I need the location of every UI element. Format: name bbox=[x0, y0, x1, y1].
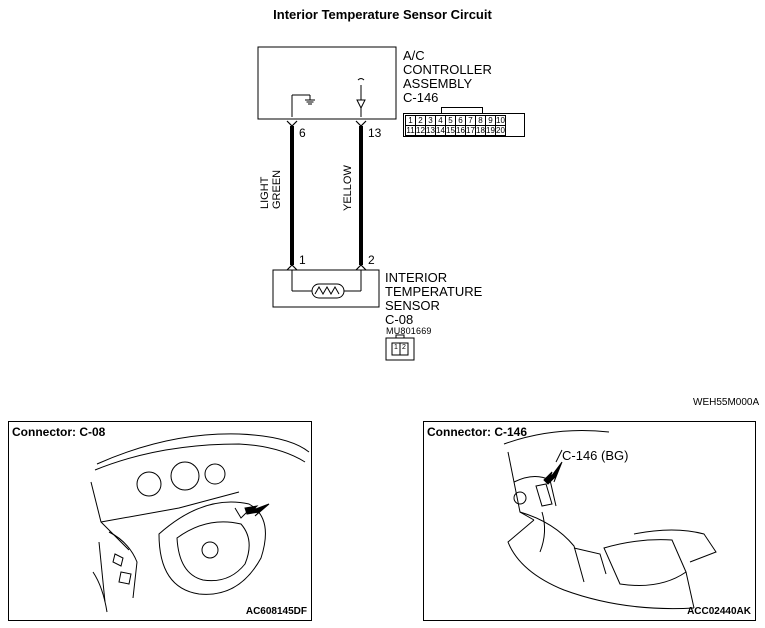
controller-pin-left: 6 bbox=[299, 126, 306, 140]
sensor-part-code: MU801669 bbox=[386, 326, 432, 336]
dashboard-illustration bbox=[90, 433, 310, 613]
sensor-connector-pin-1: 1 bbox=[394, 344, 398, 351]
controller-pin-cell: 3 bbox=[425, 115, 436, 126]
sensor-connector-pins: 1 2 bbox=[392, 344, 408, 351]
diagram-code: WEH55M000A bbox=[693, 397, 760, 408]
wire-left-color-line1: LIGHT bbox=[259, 176, 271, 209]
controller-pin-cell: 9 bbox=[485, 115, 496, 126]
controller-pin-cell: 12 bbox=[415, 125, 426, 136]
controller-pin-cell: 8 bbox=[475, 115, 486, 126]
controller-pin-cell: 16 bbox=[455, 125, 466, 136]
controller-pin-cell: 11 bbox=[405, 125, 416, 136]
controller-pin-cell: 2 bbox=[415, 115, 426, 126]
pointer-arrow-c146 bbox=[543, 461, 563, 485]
ground-icon bbox=[291, 94, 315, 117]
controller-pin-cell: 14 bbox=[435, 125, 446, 136]
sensor-pin-left: 1 bbox=[299, 253, 306, 267]
controller-name-line1: A/C bbox=[403, 48, 425, 63]
sensor-pin-right: 2 bbox=[368, 253, 375, 267]
wire-right-color: YELLOW bbox=[342, 165, 354, 211]
controller-pin-cell: 19 bbox=[485, 125, 496, 136]
controller-pin-cell: 6 bbox=[455, 115, 466, 126]
connector-c146-panel: Connector: C-146 C-146 (BG) ACC02440AK bbox=[423, 421, 756, 621]
sensor-connector-icon bbox=[385, 334, 415, 361]
controller-pin-cell: 7 bbox=[465, 115, 476, 126]
controller-name-line2: CONTROLLER bbox=[403, 62, 492, 77]
panel-c08-title: Connector: C-08 bbox=[12, 425, 106, 439]
controller-pin-cell: 20 bbox=[495, 125, 506, 136]
controller-pin-cell: 1 bbox=[405, 115, 416, 126]
circuit-diagram bbox=[257, 46, 415, 361]
sensor-name-line1: INTERIOR bbox=[385, 270, 448, 285]
sensor-name-line3: SENSOR bbox=[385, 298, 440, 313]
sensor-connector-pin-2: 2 bbox=[402, 344, 406, 351]
controller-pin-cell: 17 bbox=[465, 125, 476, 136]
controller-connector-id: C-146 bbox=[403, 90, 439, 105]
panel-c08-code: AC608145DF bbox=[245, 606, 307, 617]
sensor-box bbox=[272, 269, 380, 308]
thermistor-icon bbox=[291, 270, 362, 299]
input-arrow-icon bbox=[356, 78, 366, 117]
controller-box bbox=[257, 46, 397, 120]
panel-c146-code: ACC02440AK bbox=[687, 606, 751, 617]
connector-c08-panel: Connector: C-08 AC608145DF bbox=[8, 421, 312, 621]
page-title: Interior Temperature Sensor Circuit bbox=[273, 7, 492, 22]
controller-pin-cell: 15 bbox=[445, 125, 456, 136]
panel-c146-title: Connector: C-146 bbox=[427, 425, 528, 439]
pointer-arrow-c08 bbox=[244, 503, 270, 517]
controller-pin-cell: 13 bbox=[425, 125, 436, 136]
panel-c146-callout: C-146 (BG) bbox=[562, 448, 629, 463]
wire-left-color-line2: GREEN bbox=[271, 169, 283, 209]
controller-pin-cell: 10 bbox=[495, 115, 506, 126]
controller-pin-cell: 18 bbox=[475, 125, 486, 136]
console-illustration bbox=[503, 430, 717, 610]
controller-name-line3: ASSEMBLY bbox=[403, 76, 473, 91]
sensor-connector-id: C-08 bbox=[385, 312, 414, 327]
sensor-name-line2: TEMPERATURE bbox=[385, 284, 483, 299]
controller-pin-cell: 4 bbox=[435, 115, 446, 126]
controller-pin-right: 13 bbox=[368, 126, 382, 140]
controller-pin-cell: 5 bbox=[445, 115, 456, 126]
